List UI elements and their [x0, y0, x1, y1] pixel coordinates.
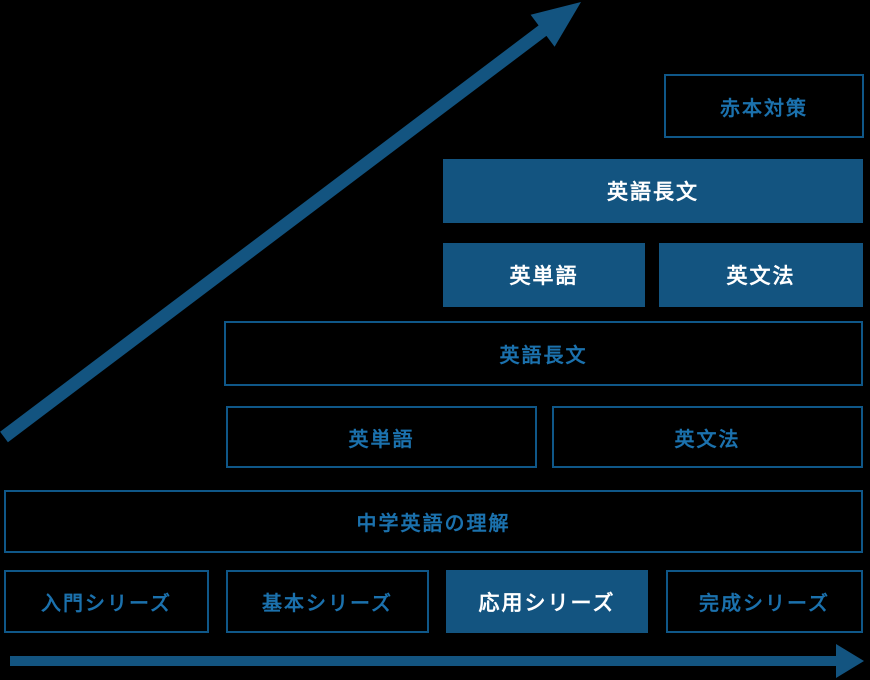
box-chuugaku-eigo-rikai-label: 中学英語の理解: [356, 513, 511, 535]
box-eibunpou-upper-label: 英文法: [726, 265, 796, 288]
box-eigo-choubun-lower-label: 英語長文: [499, 345, 588, 367]
box-akahon-taisaku: 赤本対策: [664, 74, 864, 138]
box-chuugaku-eigo-rikai: 中学英語の理解: [4, 490, 863, 553]
box-series-kihon-label: 基本シリーズ: [262, 593, 393, 615]
level-up-arrow-icon: [0, 2, 581, 443]
box-series-ouyou: 応用シリーズ: [446, 570, 648, 633]
box-series-ouyou-label: 応用シリーズ: [478, 591, 616, 615]
box-series-kansei: 完成シリーズ: [666, 570, 863, 633]
box-eitango-upper: 英単語: [443, 243, 645, 307]
box-akahon-taisaku-label: 赤本対策: [720, 97, 808, 120]
box-series-kihon: 基本シリーズ: [226, 570, 429, 633]
box-eitango-lower-label: 英単語: [348, 428, 415, 451]
box-series-kansei-label: 完成シリーズ: [699, 593, 830, 615]
box-eitango-lower: 英単語: [226, 406, 537, 468]
box-eitango-upper-label: 英単語: [509, 265, 579, 288]
box-series-nyumon: 入門シリーズ: [4, 570, 209, 633]
box-eigo-choubun-lower: 英語長文: [224, 321, 863, 386]
box-eibunpou-lower-label: 英文法: [674, 428, 741, 451]
box-eigo-choubun-upper-label: 英語長文: [607, 181, 699, 204]
series-progression-arrow-icon: [10, 644, 864, 678]
box-eigo-choubun-upper: 英語長文: [443, 159, 863, 223]
box-eibunpou-upper: 英文法: [659, 243, 863, 307]
box-series-nyumon-label: 入門シリーズ: [41, 593, 172, 615]
box-eibunpou-lower: 英文法: [552, 406, 863, 468]
